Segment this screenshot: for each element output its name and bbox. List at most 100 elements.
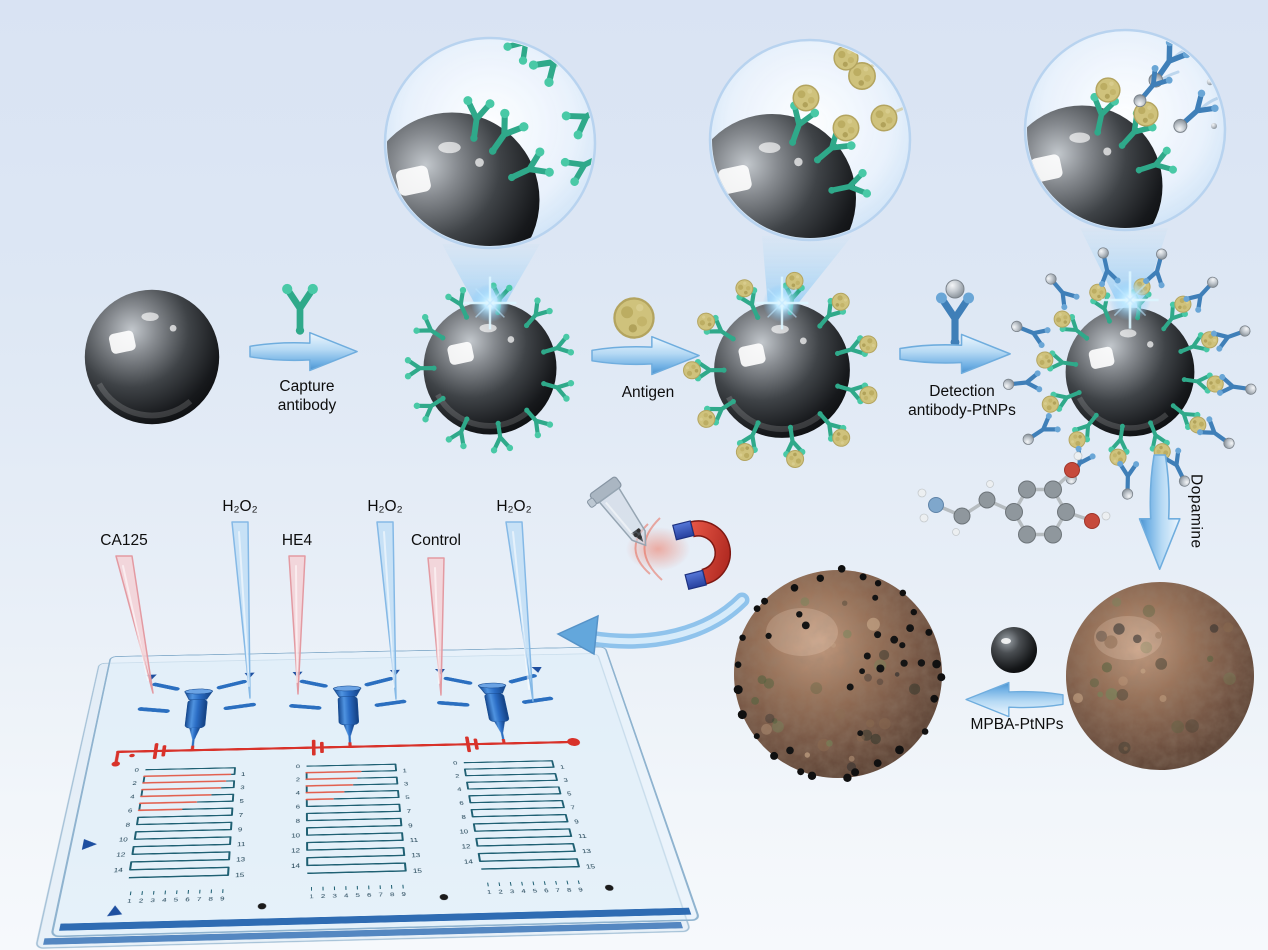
inlet-label-he4: HE4 [281,532,313,549]
ptnp-dot [739,634,746,641]
texture-fleck [1209,624,1219,633]
ruler-number: 8 [390,892,395,899]
channel-number: 2 [455,774,460,779]
arrow-mpba-left [965,681,1064,718]
needle-highlight [238,531,250,687]
texture-fleck [761,723,772,735]
texture-fleck [1105,688,1118,701]
ruler-number: 7 [378,892,383,899]
texture-fleck [1073,693,1083,704]
channel-number: 9 [574,820,580,826]
pda-highlight [1094,616,1162,660]
channel-number: 5 [567,792,573,798]
ptnp-dot [851,768,860,777]
ptnp-dot [801,621,810,630]
channel-number: 15 [413,868,423,875]
ptnp-dot [895,745,904,755]
chip-glass [36,647,704,948]
texture-fleck [772,720,784,733]
inlet-label-control: Control [411,532,461,549]
oxygen-atom [1064,462,1080,478]
ptnp-dot [930,694,939,703]
antigen-label: Antigen [621,384,675,401]
ptnp-speck [1183,41,1189,47]
channel-number: 15 [235,873,245,880]
inlet-needles [115,521,534,702]
dopamine-label: Dopamine [1187,474,1205,549]
texture-fleck [864,673,872,682]
channel-number: 4 [130,795,135,801]
channel-number: 3 [404,782,409,788]
ptnp-dot [807,771,817,780]
texture-fleck [843,629,852,639]
ptnp-dot [816,574,824,582]
channel-number: 6 [127,809,132,815]
texture-fleck [1089,678,1099,688]
channel-number: 5 [239,799,244,805]
zoom-inset-antigen [708,38,912,242]
ptnp-dot [733,685,743,695]
texture-fleck [1155,631,1162,639]
ptnp-dot [874,631,882,639]
texture-fleck [810,682,823,695]
texture-fleck [1118,676,1128,686]
capture-antibody-icon [282,284,318,335]
mpba-ptnps-label: MPBA-PtNPs [970,716,1064,733]
needle-highlight [122,565,149,681]
texture-fleck [856,733,865,742]
detection-antibody-ptnp [1210,319,1253,353]
channel-number: 6 [296,805,300,811]
channel-number: 14 [291,864,300,871]
texture-fleck [909,683,921,695]
ruler-number: 4 [521,888,527,895]
inlet-label-ca125: CA125 [100,532,148,549]
channel-number: 11 [410,838,419,844]
ptnp-dot [899,589,907,597]
texture-fleck [830,642,837,648]
ruler-number: 1 [127,898,133,905]
inlet-label-h2o2-1: H₂O₂ [222,498,258,515]
ruler-number: 4 [162,897,168,904]
channel-number: 15 [585,864,596,871]
texture-fleck [866,617,880,631]
channel-number: 10 [459,829,469,835]
motion-streak [588,102,593,118]
antigen-icon [613,297,655,339]
channel-number: 7 [570,805,576,811]
curved-arrow-highlight [587,597,745,645]
detection-antibody-ptnp [1116,461,1139,500]
detection-antibody-label: Detection antibody-PtNPs [908,383,1016,419]
texture-fleck [842,600,848,606]
ptnp-dot [796,611,803,618]
oxygen-atom [1084,513,1100,529]
channel-number: 3 [240,786,245,792]
texture-fleck [1171,720,1185,734]
motion-streak [526,40,562,44]
detection-antibody-ptnp [1008,314,1052,349]
channel-number: 0 [453,761,458,766]
ptnp-dot [753,605,761,612]
pda-highlight [766,608,838,656]
texture-fleck [1223,622,1234,633]
texture-fleck [1207,655,1214,662]
ball-highlight [1001,638,1011,644]
channel-number: 12 [291,848,300,854]
channel-number: 11 [578,834,588,840]
texture-fleck [826,740,833,747]
ruler-number: 8 [566,887,572,894]
ptnp-dot [899,642,906,649]
ptnp-dot [857,730,864,737]
channel-number: 10 [291,833,300,839]
step-icons [282,279,974,347]
ptnp-dot [917,659,926,667]
ptnp-dot [786,746,794,755]
glass-slide-top [51,647,699,937]
ruler-number: 7 [197,896,202,903]
motion-streak [1200,96,1220,110]
texture-fleck [1185,719,1199,733]
channel-number: 11 [237,842,246,848]
arrow-capture [249,331,358,372]
ptnp-dot [843,773,852,782]
